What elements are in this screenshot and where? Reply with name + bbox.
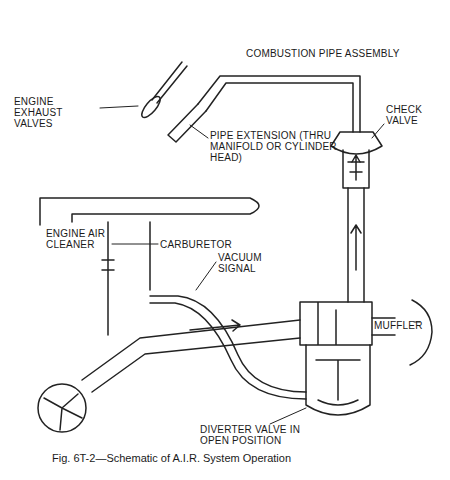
leader-line (270, 408, 306, 424)
part-label: COMBUSTION PIPE ASSEMBLY (246, 48, 446, 59)
leader-line (112, 244, 158, 245)
pump-fan (44, 394, 82, 430)
leader-line (100, 106, 138, 108)
pipe-extension (168, 104, 206, 142)
diverter-valve-housing (300, 302, 372, 345)
combustion-pipe (198, 76, 360, 132)
flow-arrow (351, 155, 361, 270)
flow-arrow (190, 320, 240, 331)
leader-line (190, 125, 208, 138)
air-hose (82, 320, 300, 392)
valve-stem (152, 62, 182, 100)
diverter-valve-body (306, 345, 370, 415)
part-label: MUFFLER (374, 320, 434, 331)
part-label: PIPE EXTENSION (THRU MANIFOLD OR CYLINDE… (210, 130, 338, 163)
part-label: ENGINE AIR CLEANER (46, 228, 126, 250)
valve-stem (157, 66, 187, 103)
part-label: ENGINE EXHAUST VALVES (14, 96, 100, 129)
part-label: CARBURETOR (160, 239, 250, 250)
figure-caption: Fig. 6T-2—Schematic of A.I.R. System Ope… (52, 452, 291, 465)
air-cleaner (40, 198, 259, 225)
leader-line (196, 262, 216, 290)
part-label: DIVERTER VALVE IN OPEN POSITION (200, 424, 312, 446)
carburetor (102, 222, 150, 335)
vacuum-line (150, 296, 306, 399)
muffler-outline (410, 300, 432, 365)
leader-line (372, 124, 384, 138)
part-label: CHECK VALVE (386, 104, 441, 126)
signal-label: VACUUM SIGNAL (218, 252, 278, 274)
valve-head (139, 94, 163, 120)
air-pump (38, 384, 86, 432)
